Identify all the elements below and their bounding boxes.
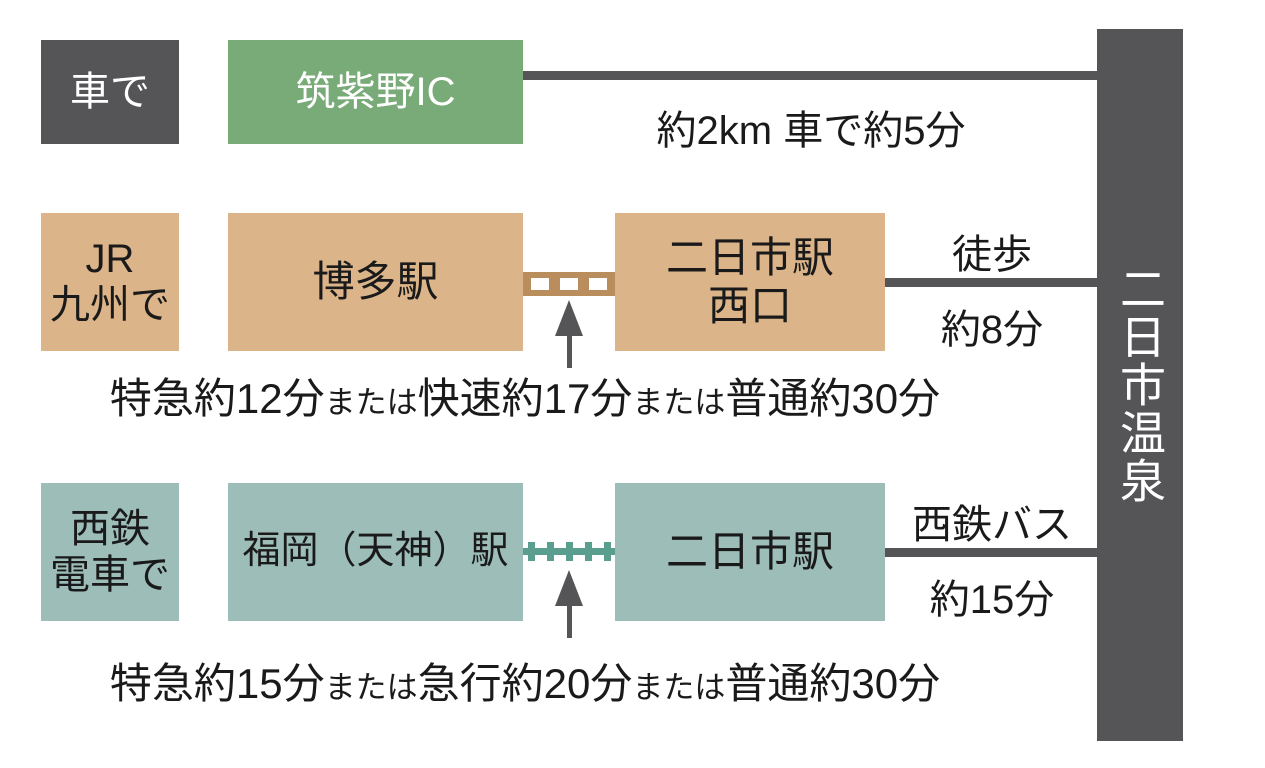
route-nishitetsu-direction-arrow-icon [555,570,583,638]
caption-segment-text: 急行約20分 [417,660,633,707]
route-jr-caption: 特急約12分または快速約17分または普通約30分 [0,365,1050,426]
route-nishitetsu-final-leg-label-below: 約15分 [929,578,1055,622]
route-jr-node-futsukaichi-west: 二日市駅 西口 [615,213,885,351]
route-car-connector-line [523,71,1099,80]
route-jr-direction-arrow-icon [555,300,583,368]
route-jr-final-leg-label-below: 約8分 [940,308,1044,352]
destination-label: 二日市温泉 [1114,265,1166,505]
route-jr-mode-box: JR 九州で [41,213,179,351]
caption-segment-text: 特急約15分 [109,660,325,707]
caption-segment-text: 普通約30分 [725,660,941,707]
destination-bar [1097,29,1183,741]
route-nishitetsu-caption: 特急約15分または急行約20分または普通約30分 [0,650,1050,711]
route-nishitetsu-final-connector-line [885,548,1099,557]
route-jr-final-leg-label-above: 徒歩 [952,233,1032,277]
route-jr-final-connector-line [885,278,1099,287]
caption-connector-text: または [324,385,418,420]
route-nishitetsu-mode-box: 西鉄 電車で [41,483,179,621]
caption-connector-text: または [632,670,726,705]
caption-connector-text: または [324,670,418,705]
route-car-leg-label-above: 約2km 車で約5分 [656,109,966,153]
route-nishitetsu-node-fukuoka-tenjin: 福岡（天神）駅 [228,483,523,621]
route-car-mode-box: 車で [41,40,179,144]
caption-segment-text: 快速約17分 [417,375,633,422]
route-jr-node-hakata-station: 博多駅 [228,213,523,351]
caption-connector-text: または [632,385,726,420]
caption-segment-text: 特急約12分 [109,375,325,422]
caption-segment-text: 普通約30分 [725,375,941,422]
route-car-node-chikushino-ic: 筑紫野IC [228,40,523,144]
route-nishitetsu-node-futsukaichi: 二日市駅 [615,483,885,621]
route-nishitetsu-final-leg-label-above: 西鉄バス [912,503,1072,547]
